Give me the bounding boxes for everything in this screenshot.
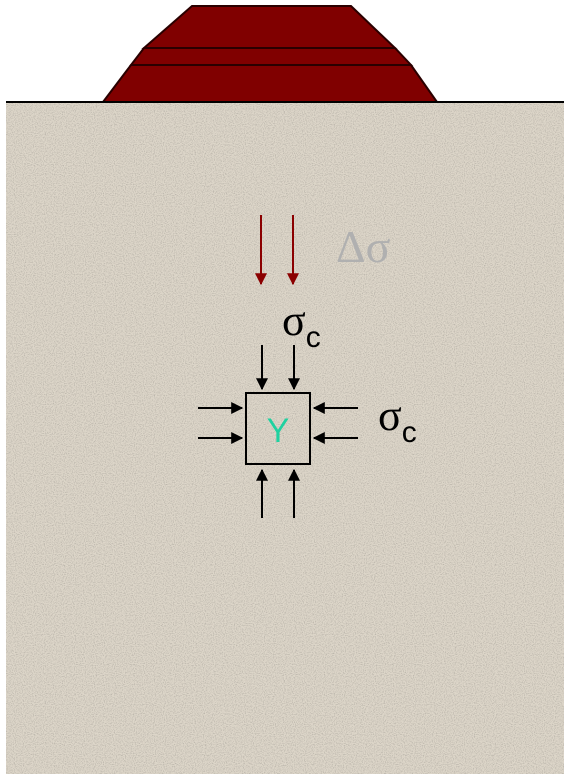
- soil-element-box: [245, 392, 311, 465]
- embankment: [100, 5, 439, 103]
- soil-texture: [6, 102, 564, 774]
- sigma-c-vertical-label: σc: [282, 296, 321, 354]
- embankment-layer-bottom: [100, 64, 439, 103]
- sigma-symbol: σ: [282, 296, 306, 345]
- sigma-symbol: σ: [378, 391, 402, 440]
- sigma-subscript: c: [402, 416, 417, 449]
- sigma-subscript: c: [306, 321, 321, 354]
- embankment-layer-top: [141, 5, 398, 49]
- soil-element-label: Y: [267, 412, 290, 450]
- load-increment-arrows: [255, 215, 299, 286]
- sigma-c-horizontal-label: σc: [378, 391, 417, 449]
- confining-stress-arrows: [198, 345, 358, 518]
- delta-sigma-label: Δσ: [336, 221, 391, 272]
- embankment-layer-middle: [128, 47, 414, 66]
